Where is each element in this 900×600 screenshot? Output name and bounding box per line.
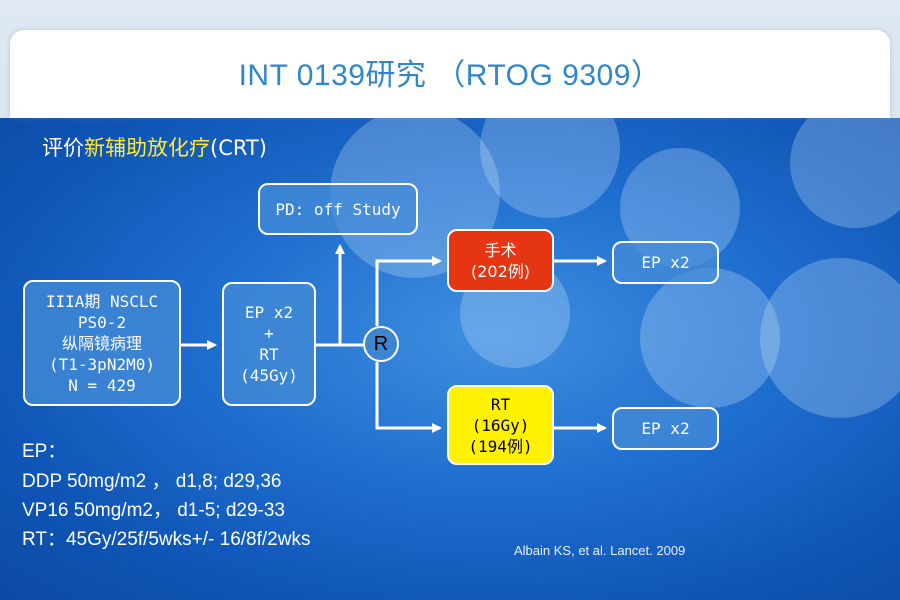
box-line: (202例) (470, 261, 531, 281)
box-line: (T1-3pN2M0) (49, 354, 155, 374)
regimen-heading: EP： (22, 441, 67, 462)
surgery-ep-box: EP x2 (612, 241, 719, 284)
box-line: (16Gy) (471, 415, 530, 435)
box-line: EP x2 (641, 419, 690, 438)
rt-box: RT (16Gy) (194例) (447, 385, 554, 465)
box-line: 手术 (484, 240, 517, 260)
subtitle-prefix: 评价 (42, 136, 84, 160)
background-molecule (760, 258, 900, 418)
box-line: (45Gy) (240, 366, 298, 385)
induction-box: EP x2 + RT (45Gy) (222, 282, 316, 406)
box-line: (194例) (468, 436, 533, 456)
box-line: EP x2 (244, 303, 294, 322)
citation: Albain KS, et al. Lancet. 2009 (514, 543, 686, 558)
regimen-line: DDP 50mg/m2 ， d1,8; d29,36 (22, 471, 282, 492)
box-line: IIIA期 NSCLC (45, 291, 159, 311)
randomization-node: R (363, 326, 399, 362)
box-line: EP x2 (641, 253, 690, 272)
slide-title: INT 0139研究 （RTOG 9309） (238, 59, 662, 92)
rt-ep-box: EP x2 (612, 407, 719, 450)
arrow-randomize-to-rt (375, 362, 442, 433)
surgery-box: 手术 (202例) (447, 229, 554, 292)
box-line: 纵隔镜病理 (61, 333, 142, 353)
box-line: PD: off Study (275, 199, 401, 219)
regimen-line: RT：45Gy/25f/5wks+/- 16/8f/2wks (22, 529, 311, 550)
subtitle-highlight: 新辅助放化疗 (84, 136, 210, 160)
arrow-randomize-to-surgery (375, 256, 442, 326)
patient-population-box: IIIA期 NSCLC PS0-2 纵隔镜病理 (T1-3pN2M0) N = … (23, 280, 181, 406)
box-line: PS0-2 (77, 312, 127, 332)
regimen-line: VP16 50mg/m2， d1-5; d29-33 (22, 500, 285, 521)
title-card (10, 30, 890, 118)
box-line: N = 429 (68, 375, 136, 395)
subtitle-suffix: (CRT) (210, 136, 267, 160)
box-line: RT (259, 345, 279, 364)
background-panel (0, 118, 900, 600)
pd-off-study-box: PD: off Study (258, 183, 418, 235)
background-molecule (640, 268, 780, 408)
box-line: + (264, 324, 274, 343)
slide-subtitle: 评价新辅助放化疗(CRT) (42, 132, 267, 162)
box-line: RT (490, 394, 511, 414)
